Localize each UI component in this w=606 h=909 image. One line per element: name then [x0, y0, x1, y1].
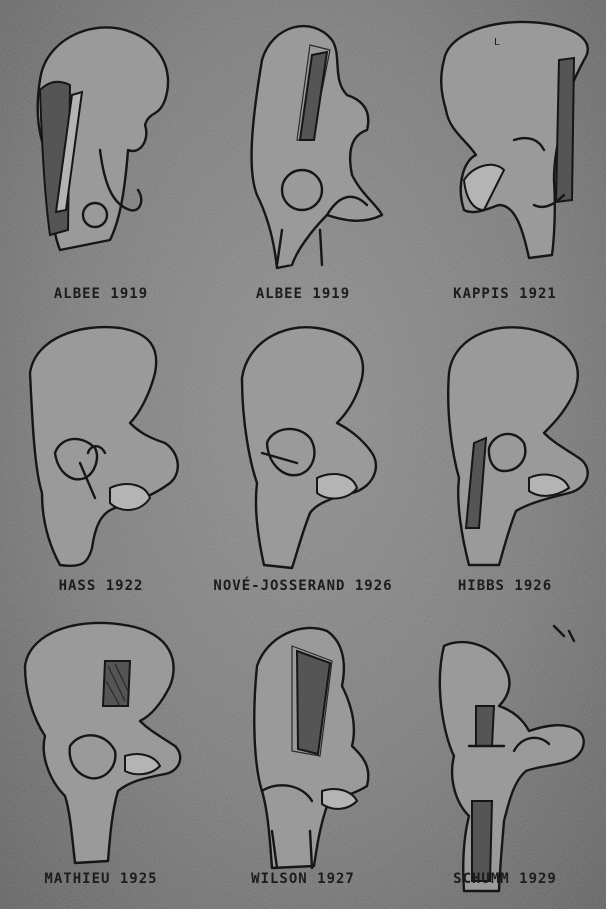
caption-kappis-1921: KAPPIS 1921 — [404, 286, 606, 302]
panel-nove-josserand-1926: NOVÉ-JOSSERAND 1926 — [202, 303, 404, 603]
caption-nove-josserand-1926: NOVÉ-JOSSERAND 1926 — [202, 578, 404, 594]
caption-wilson-1927: WILSON 1927 — [202, 871, 404, 887]
hip-drawing-albee-b — [202, 0, 404, 300]
hip-drawing-albee-a — [0, 0, 202, 300]
caption-mathieu-1925: MATHIEU 1925 — [0, 871, 202, 887]
caption-albee-1919-a: ALBEE 1919 — [0, 286, 202, 302]
hip-drawing-nove-josserand — [202, 303, 404, 603]
panel-wilson-1927: WILSON 1927 — [202, 606, 404, 906]
caption-hibbs-1926: HIBBS 1926 — [404, 578, 606, 594]
panel-schumm-1929: SCHUMM 1929 — [404, 606, 606, 906]
panel-albee-1919-b: ALBEE 1919 — [202, 0, 404, 300]
caption-albee-1919-b: ALBEE 1919 — [202, 286, 404, 302]
hip-drawing-hass — [0, 303, 202, 603]
panel-hass-1922: HASS 1922 — [0, 303, 202, 603]
hip-drawing-hibbs — [404, 303, 606, 603]
hip-drawing-schumm — [404, 606, 606, 906]
svg-text:L: L — [494, 37, 500, 48]
hip-drawing-kappis: L — [404, 0, 606, 300]
hip-drawing-mathieu — [0, 606, 202, 906]
caption-schumm-1929: SCHUMM 1929 — [404, 871, 606, 887]
panel-hibbs-1926: HIBBS 1926 — [404, 303, 606, 603]
hip-drawing-wilson — [202, 606, 404, 906]
caption-hass-1922: HASS 1922 — [0, 578, 202, 594]
panel-albee-1919-a: ALBEE 1919 — [0, 0, 202, 300]
panel-kappis-1921: L KAPPIS 1921 — [404, 0, 606, 300]
panel-mathieu-1925: MATHIEU 1925 — [0, 606, 202, 906]
